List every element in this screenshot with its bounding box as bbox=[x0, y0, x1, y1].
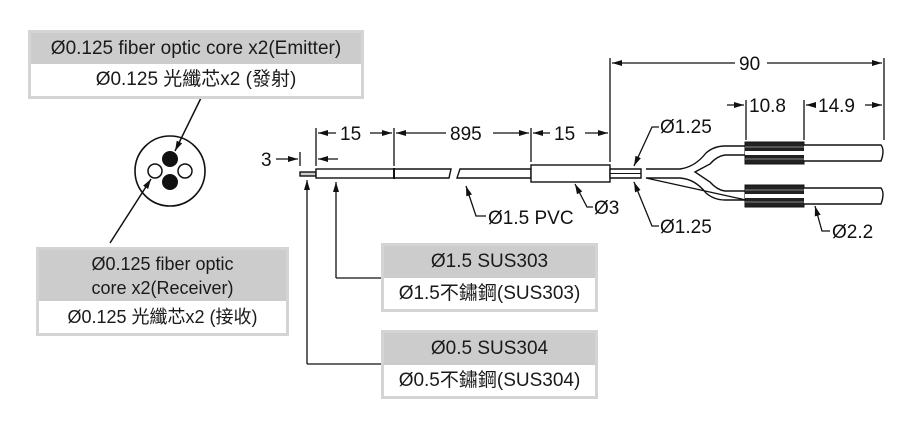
needle-tip bbox=[299, 171, 317, 177]
steel-sleeve bbox=[315, 168, 395, 179]
emitter-core-bottom bbox=[162, 174, 178, 190]
sus304-label-title: Ø0.5 SUS304 bbox=[384, 333, 595, 365]
ferrule-top bbox=[744, 141, 884, 165]
callout-ferrule-dia: Ø2.2 bbox=[832, 222, 873, 243]
sus303-label-subtitle: Ø1.5不鏽鋼(SUS303) bbox=[384, 278, 595, 309]
ferrule-bottom bbox=[744, 184, 884, 208]
callout-collar-dia: Ø3 bbox=[594, 198, 619, 219]
receiver-label-title: Ø0.125 fiber optic core x2(Receiver) bbox=[39, 250, 286, 301]
emitter-label-subtitle: Ø0.125 光纖芯x2 (發射) bbox=[31, 64, 361, 96]
receiver-leader bbox=[109, 178, 152, 244]
pvc-cable-right bbox=[456, 168, 532, 179]
cable-body bbox=[299, 145, 747, 201]
dim-total-length: 90 bbox=[739, 54, 760, 75]
callout-fiber-bottom-dia: Ø1.25 bbox=[660, 217, 712, 238]
sus304-label-subtitle: Ø0.5不鏽鋼(SUS304) bbox=[384, 365, 595, 396]
sus304-label-box: Ø0.5 SUS304 Ø0.5不鏽鋼(SUS304) bbox=[381, 330, 598, 399]
receiver-title-line1: Ø0.125 fiber optic bbox=[91, 254, 234, 274]
pvc-cable-left bbox=[393, 168, 452, 179]
sus303-label-box: Ø1.5 SUS303 Ø1.5不鏽鋼(SUS303) bbox=[381, 243, 598, 312]
dim-tip-length: 3 bbox=[261, 150, 272, 171]
receiver-core-right bbox=[177, 163, 193, 179]
dimension-lines bbox=[276, 58, 885, 365]
collar bbox=[530, 164, 611, 183]
receiver-title-line2: core x2(Receiver) bbox=[91, 278, 234, 298]
emitter-leader bbox=[174, 97, 202, 152]
emitter-core-top bbox=[162, 151, 178, 167]
receiver-label-subtitle: Ø0.125 光纖芯x2 (接收) bbox=[39, 301, 286, 333]
emitter-label-box: Ø0.125 fiber optic core x2(Emitter) Ø0.1… bbox=[28, 30, 364, 99]
emitter-label-title: Ø0.125 fiber optic core x2(Emitter) bbox=[31, 33, 361, 64]
fiber-right bbox=[645, 145, 747, 201]
sus303-label-title: Ø1.5 SUS303 bbox=[384, 246, 595, 278]
dim-ferrule-tip-length: 14.9 bbox=[818, 96, 855, 117]
callout-fiber-top-dia: Ø1.25 bbox=[660, 117, 712, 138]
receiver-label-box: Ø0.125 fiber optic core x2(Receiver) Ø0.… bbox=[36, 247, 289, 336]
dim-collar-length: 15 bbox=[554, 124, 575, 145]
dim-cable-length: 895 bbox=[450, 124, 482, 145]
callout-pvc-cable: Ø1.5 PVC bbox=[488, 208, 574, 229]
dim-sleeve-length: 15 bbox=[340, 124, 361, 145]
receiver-core-left bbox=[147, 163, 163, 179]
dim-nut-length: 10.8 bbox=[749, 96, 786, 117]
cross-section bbox=[109, 97, 206, 244]
cable-outline-circle bbox=[134, 135, 206, 207]
